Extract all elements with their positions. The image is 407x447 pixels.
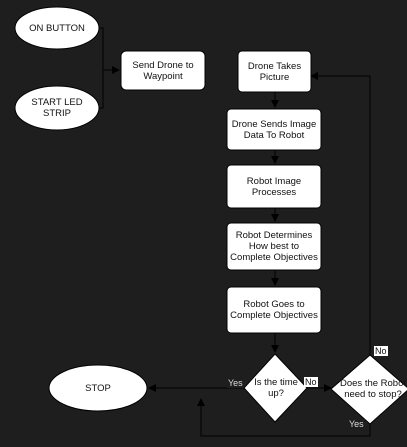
drone-sends-label: Drone Sends Image Data To Robot xyxy=(231,118,317,141)
robot-goes-label: Robot Goes to Complete Objectives xyxy=(230,299,318,321)
edge-led-to-merge xyxy=(98,70,104,109)
time-up-label: Is the time up? xyxy=(254,377,298,399)
robot-determines-node xyxy=(226,222,322,271)
robot-goes-node xyxy=(226,286,322,334)
drone-picture-label: Drone Takes Picture xyxy=(247,60,302,83)
connectors xyxy=(98,27,371,437)
edge-on-to-send xyxy=(98,27,120,74)
send-drone-node xyxy=(120,50,206,91)
robot-stop-label: Does the Robot need to stop? xyxy=(340,378,407,400)
robot-image-node xyxy=(226,164,322,209)
start-led-node xyxy=(14,85,100,131)
start-led-label: START LED STRIP xyxy=(31,97,83,119)
edge-label-yes-bottom: Yes xyxy=(348,419,365,429)
robot-image-label: Robot Image Processes xyxy=(246,175,302,198)
stop-label: STOP xyxy=(85,382,111,394)
edge-label-yes-stop: Yes xyxy=(227,378,244,388)
on-button-label: ON BUTTON xyxy=(29,22,85,34)
robot-stop-decision xyxy=(330,354,407,425)
edge-robot-yes-to-stop xyxy=(197,398,371,437)
edge-label-no-top: No xyxy=(374,346,388,356)
send-drone-label: Send Drone to Waypoint xyxy=(132,59,194,82)
robot-determines-label: Robot Determines How best to Complete Ob… xyxy=(230,230,318,263)
drone-picture-node xyxy=(237,50,312,93)
edge-label-no-time: No xyxy=(304,377,318,387)
time-up-decision xyxy=(243,353,308,423)
edge-robot-no-to-picture xyxy=(310,72,371,355)
on-button-node xyxy=(14,6,100,50)
drone-sends-node xyxy=(226,108,322,151)
stop-node xyxy=(48,364,148,412)
